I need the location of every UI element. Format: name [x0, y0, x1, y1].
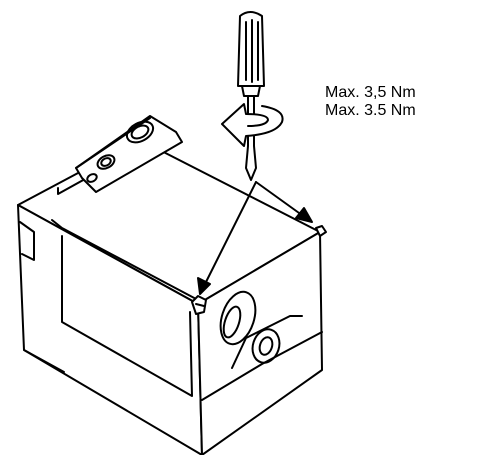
arrow-to-rear-screw-head — [295, 207, 313, 223]
gland-lower-outer — [251, 328, 281, 364]
rotation-arrow-icon — [221, 103, 284, 147]
plate-hole-tiny — [86, 173, 98, 183]
housing-left-face — [17, 204, 203, 455]
pointer-arrows — [197, 181, 313, 295]
rotation-arrow-band — [221, 103, 284, 147]
plate-outline — [75, 115, 183, 193]
plate-hole-small — [96, 154, 116, 170]
arrow-to-front-screw-head — [197, 277, 211, 295]
housing-left-panel — [61, 235, 193, 397]
screwdriver-icon — [237, 11, 265, 181]
screw-icon — [315, 225, 327, 237]
plate-hole-large-inner — [130, 124, 150, 140]
cable-gland-lower — [251, 328, 281, 364]
screwdriver-handle-ribs — [245, 19, 259, 83]
arrow-to-front-screw — [202, 181, 257, 289]
housing-left-seam — [23, 349, 65, 373]
device-housing — [17, 139, 323, 455]
gland-upper-inner — [222, 305, 242, 339]
plate-hole-small-inner — [100, 157, 112, 167]
screw-icon — [191, 295, 207, 315]
mounting-plate — [75, 115, 183, 193]
gland-upper-outer — [219, 290, 257, 346]
screwdriver-ferrule — [241, 85, 261, 97]
torque-spec-label: Max. 3,5 Nm — [325, 84, 416, 101]
plate-hole-large — [125, 120, 155, 144]
torque-spec-label-alt: Max. 3.5 Nm — [325, 102, 416, 119]
gland-lower-inner — [258, 336, 274, 356]
screwdriver-tip — [245, 145, 257, 181]
housing-left-notch — [19, 221, 35, 261]
arrow-to-rear-screw — [255, 181, 307, 219]
cable-gland-upper — [219, 290, 257, 346]
